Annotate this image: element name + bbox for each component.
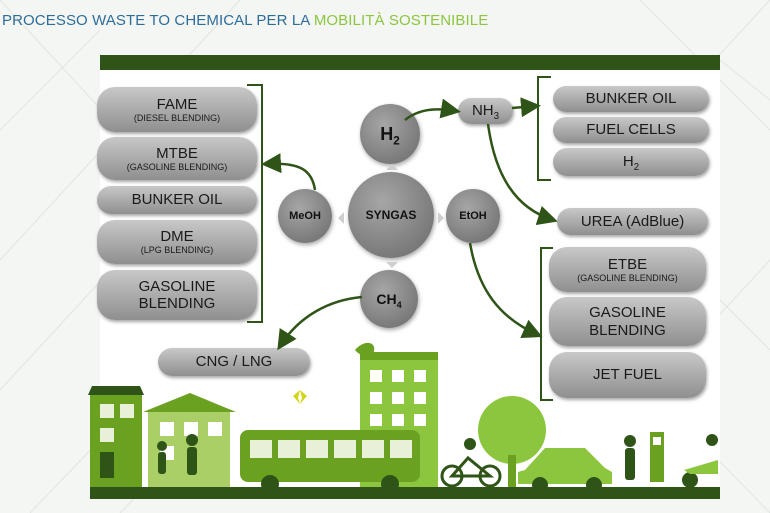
title-part-1: PROCESSO WASTE TO CHEMICAL PER LA [2, 12, 314, 29]
product-label: GASOLINE [589, 304, 666, 322]
product-fame: FAME (DIESEL BLENDING) [97, 87, 257, 132]
product-urea: UREA (AdBlue) [557, 208, 708, 235]
product-label-line2: BLENDING [138, 295, 216, 312]
page-title: PROCESSO WASTE TO CHEMICAL PER LA MOBILI… [2, 12, 488, 29]
nh3-label: NH3 [471, 102, 500, 123]
product-label: GASOLINE [138, 277, 216, 295]
node-nh3: NH3 [458, 98, 513, 124]
node-syngas: SYNGAS [348, 172, 434, 258]
product-label: BUNKER OIL [585, 90, 677, 108]
product-label: FUEL CELLS [586, 121, 676, 139]
h2-text: H [380, 123, 394, 144]
node-ch4: CH4 [360, 270, 418, 328]
left-bracket [247, 84, 263, 323]
product-bunker-oil-nh3: BUNKER OIL [553, 86, 709, 112]
etoh-label: EtOH [459, 210, 487, 222]
product-label: BUNKER OIL [131, 191, 223, 209]
product-sublabel: (GASOLINE BLENDING) [126, 161, 228, 172]
product-label: H2 [622, 153, 640, 174]
product-label: DME [160, 228, 194, 246]
product-gasoline-blending-left: GASOLINE BLENDING [97, 270, 257, 320]
h2-text: H [622, 153, 634, 171]
node-meoh: MeOH [278, 189, 332, 243]
nh3-subscript: 3 [493, 111, 500, 123]
product-label-line2: BLENDING [589, 321, 666, 339]
node-etoh: EtOH [446, 189, 500, 243]
product-label: CNG / LNG [195, 353, 273, 371]
product-sublabel: (DIESEL BLENDING) [133, 112, 221, 123]
h2-label: H2 [380, 123, 400, 148]
arrow-ch4-to-cng [277, 295, 363, 351]
etoh-bracket [540, 247, 553, 401]
product-dme: DME (LPG BLENDING) [97, 220, 257, 264]
product-cng-lng: CNG / LNG [158, 348, 310, 376]
h2-subscript: 2 [393, 134, 400, 148]
product-fuel-cells: FUEL CELLS [553, 117, 709, 143]
product-label: JET FUEL [593, 366, 662, 384]
product-h2: H2 [553, 148, 709, 176]
ch4-subscript: 4 [396, 299, 402, 310]
title-part-2: MOBILITÀ SOSTENIBILE [313, 12, 489, 29]
product-mtbe: MTBE (GASOLINE BLENDING) [97, 137, 257, 180]
product-label: UREA (AdBlue) [580, 212, 685, 230]
product-label: FAME [156, 95, 198, 113]
h2-subscript: 2 [633, 162, 640, 174]
product-bunker-oil: BUNKER OIL [97, 186, 257, 214]
product-sublabel: (GASOLINE BLENDING) [577, 272, 678, 283]
product-jet-fuel: JET FUEL [549, 352, 706, 398]
syngas-label: SYNGAS [365, 208, 417, 222]
product-etbe: ETBE (GASOLINE BLENDING) [549, 247, 706, 292]
nh3-text: NH [471, 102, 494, 120]
product-label: MTBE [156, 144, 198, 162]
arrow-etoh-to-products [468, 242, 543, 338]
product-sublabel: (LPG BLENDING) [140, 245, 214, 256]
product-label: ETBE [607, 255, 648, 273]
arrow-meoh-to-left [261, 153, 317, 191]
ch4-text: CH [376, 291, 397, 307]
top-bar [100, 55, 720, 70]
nh3-bracket [537, 76, 551, 181]
arrow-nh3-to-urea [486, 123, 558, 226]
arrow-nh3-to-products [511, 97, 541, 118]
ch4-label: CH4 [376, 291, 402, 310]
node-h2: H2 [360, 104, 420, 164]
arrow-h2-to-nh3 [404, 98, 461, 121]
product-gasoline-blending-right: GASOLINE BLENDING [549, 297, 706, 346]
meoh-label: MeOH [289, 210, 321, 222]
